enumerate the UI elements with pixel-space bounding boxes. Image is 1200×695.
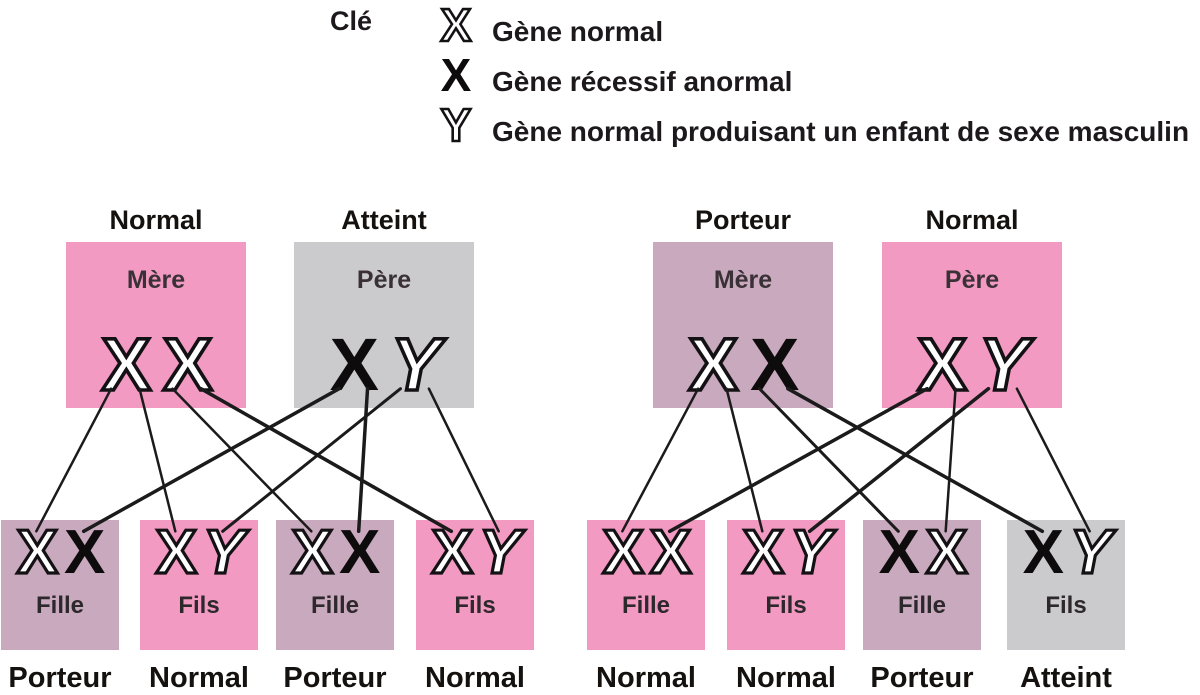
child-sex-label: Fille: [897, 592, 946, 619]
gene-glyph: X: [750, 323, 799, 406]
child-sex-label: Fils: [178, 592, 220, 619]
left-child-4: X Y Fils Normal: [416, 520, 534, 695]
left-child-2: X Y Fils Normal: [140, 520, 258, 695]
child-sex-label: Fille: [35, 592, 84, 619]
child-sex-label: Fille: [621, 592, 670, 619]
son-box: X Y Fils: [140, 520, 258, 650]
key-item: X Gène récessif anormal: [432, 50, 1189, 100]
child-status-label: Normal: [596, 662, 696, 694]
child-genotype: X X: [276, 518, 394, 587]
son-box: X Y Fils: [1007, 520, 1125, 650]
gene-glyph: X: [601, 518, 646, 587]
gene-glyph: X: [916, 323, 969, 406]
gene-glyph: X: [741, 518, 786, 587]
parent-status-label: Normal: [925, 205, 1019, 235]
child-genotype: X X: [863, 518, 981, 587]
left-child-3: X X Fille Porteur: [276, 520, 394, 695]
key-label: Gène normal: [492, 16, 664, 47]
key-label: Gène normal produisant un enfant de sexe…: [492, 116, 1190, 147]
recessive-gene-x-icon: X: [440, 49, 472, 101]
child-genotype: X X: [1, 518, 119, 587]
gene-glyph: X: [154, 518, 199, 587]
mother-box: Mère X X: [653, 242, 833, 408]
parent-status-label: Porteur: [694, 205, 792, 235]
left-child-1: X X Fille Porteur: [1, 520, 119, 695]
daughter-box: X X Fille: [587, 520, 705, 650]
child-genotype: X Y: [1007, 518, 1125, 587]
gene-glyph: X: [15, 518, 60, 587]
key-title: Clé: [330, 6, 373, 36]
right-father: Normal Père X Y: [882, 204, 1062, 408]
left-mother: Normal Mère X X: [66, 204, 246, 408]
parent-genotype: X X: [653, 323, 833, 406]
parent-status-label: Normal: [109, 205, 203, 235]
gene-glyph: X: [648, 518, 693, 587]
gene-glyph: Y: [1068, 518, 1113, 587]
gene-glyph: X: [687, 323, 740, 406]
child-status-label: Atteint: [1020, 662, 1112, 694]
gene-glyph: X: [329, 323, 379, 406]
daughter-box: X X Fille: [1, 520, 119, 650]
gene-glyph: Y: [477, 518, 522, 587]
son-box: X Y Fils: [727, 520, 845, 650]
gene-glyph: X: [64, 518, 105, 587]
child-sex-label: Fils: [1045, 592, 1087, 619]
child-genotype: X X: [587, 518, 705, 587]
child-sex-label: Fils: [765, 592, 807, 619]
child-sex-label: Fils: [454, 592, 496, 619]
child-sex-label: Fille: [310, 592, 359, 619]
key-item: X Gène normal: [432, 0, 1189, 51]
right-child-4: X Y Fils Atteint: [1007, 520, 1125, 695]
normal-gene-y-icon: Y: [439, 99, 472, 152]
key-item: Y Gène normal produisant un enfant de se…: [432, 99, 1190, 152]
parent-role-label: Mère: [126, 266, 186, 294]
left-father: Atteint Père X Y: [294, 204, 474, 408]
parent-role-label: Mère: [713, 266, 773, 294]
gene-glyph: X: [290, 518, 335, 587]
child-status-label: Porteur: [870, 662, 974, 694]
gene-glyph: X: [100, 323, 153, 406]
child-status-label: Normal: [736, 662, 836, 694]
parent-role-label: Père: [944, 266, 1000, 294]
child-genotype: X Y: [416, 518, 534, 587]
parent-role-label: Père: [356, 266, 412, 294]
right-child-2: X Y Fils Normal: [727, 520, 845, 695]
child-status-label: Normal: [425, 662, 525, 694]
gene-glyph: Y: [201, 518, 246, 587]
normal-gene-x-icon: X: [439, 0, 472, 51]
right-mother: Porteur Mère X X: [653, 204, 833, 408]
parent-genotype: X Y: [294, 323, 474, 406]
daughter-box: X X Fille: [863, 520, 981, 650]
child-status-label: Normal: [149, 662, 249, 694]
daughter-box: X X Fille: [276, 520, 394, 650]
child-genotype: X Y: [727, 518, 845, 587]
gene-glyph: Y: [788, 518, 833, 587]
gene-glyph: X: [878, 518, 920, 587]
parent-genotype: X X: [66, 323, 246, 406]
father-box: Père X Y: [294, 242, 474, 408]
gene-glyph: X: [161, 323, 214, 406]
right-child-3: X X Fille Porteur: [863, 520, 981, 695]
father-box: Père X Y: [882, 242, 1062, 408]
gene-glyph: X: [339, 518, 380, 587]
child-status-label: Porteur: [283, 662, 387, 694]
son-box: X Y Fils: [416, 520, 534, 650]
gene-glyph: X: [924, 518, 969, 587]
child-genotype: X Y: [140, 518, 258, 587]
right-child-1: X X Fille Normal: [587, 520, 705, 695]
key: X Gène normal X Gène récessif anormal Y …: [432, 0, 1190, 152]
child-status-label: Porteur: [8, 662, 112, 694]
gene-glyph: X: [430, 518, 475, 587]
mother-box: Mère X X: [66, 242, 246, 408]
parent-genotype: X Y: [882, 323, 1062, 406]
gene-glyph: Y: [389, 323, 442, 406]
key-label: Gène récessif anormal: [492, 66, 793, 97]
gene-glyph: X: [1022, 518, 1064, 587]
gene-glyph: Y: [977, 323, 1030, 406]
parent-status-label: Atteint: [341, 205, 427, 235]
